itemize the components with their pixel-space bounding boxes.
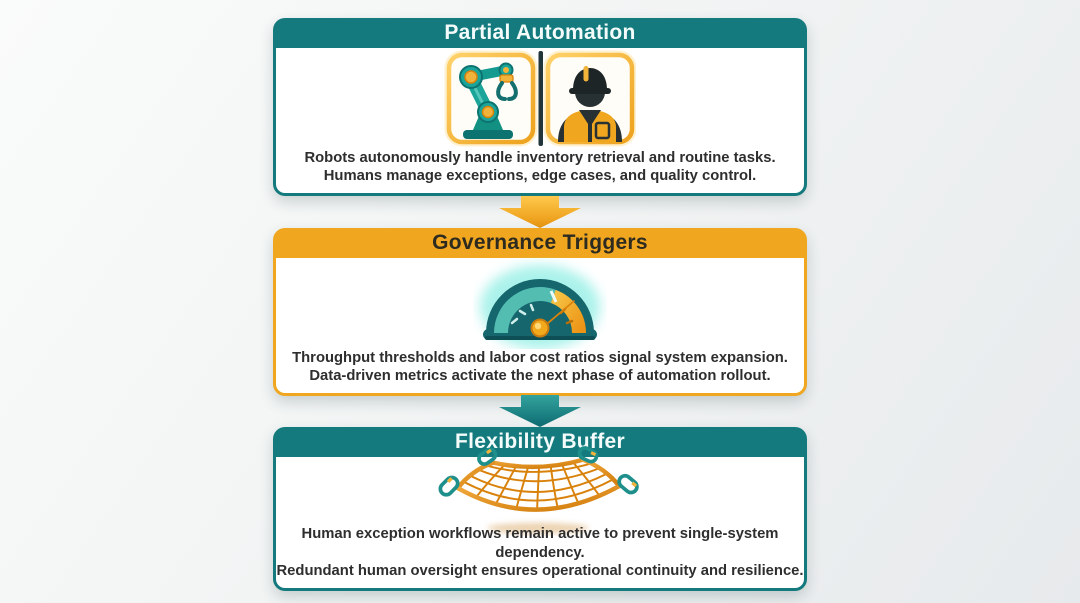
- description-line: Humans manage exceptions, edge cases, an…: [323, 168, 757, 185]
- down-arrow-gold-icon: [499, 196, 581, 228]
- description-line: Throughput thresholds and labor cost rat…: [292, 349, 788, 366]
- stage-content: Human exception workflows remain active …: [276, 446, 804, 588]
- safety-net-icon: [424, 446, 656, 534]
- description-line: Redundant human oversight ensures operat…: [276, 563, 804, 580]
- description-line: Data-driven metrics activate the next ph…: [309, 368, 771, 385]
- stage-content: Robots autonomously handle inventory ret…: [276, 48, 804, 193]
- robot-arm-and-worker-icon: [444, 48, 636, 149]
- stage-title: Partial Automation: [444, 21, 636, 44]
- down-arrow-teal-icon: [499, 395, 581, 427]
- stage-box-governance-triggers: Governance Triggers: [273, 228, 807, 396]
- speed-gauge-icon: [473, 258, 607, 350]
- stage-box-flexibility-buffer: Flexibility Buffer: [273, 427, 807, 591]
- stage-title: Governance Triggers: [432, 231, 648, 254]
- description-line: Robots autonomously handle inventory ret…: [304, 149, 776, 166]
- stage-header: Partial Automation: [273, 18, 807, 48]
- description-line: Human exception workflows remain active …: [301, 526, 779, 561]
- stage-header: Governance Triggers: [273, 228, 807, 258]
- stage-description: Throughput thresholds and labor cost rat…: [276, 349, 804, 393]
- stage-description: Human exception workflows remain active …: [276, 525, 804, 588]
- stage-content: Throughput thresholds and labor cost rat…: [276, 258, 804, 393]
- stage-box-partial-automation: Partial Automation: [273, 18, 807, 196]
- stage-description: Robots autonomously handle inventory ret…: [276, 149, 804, 193]
